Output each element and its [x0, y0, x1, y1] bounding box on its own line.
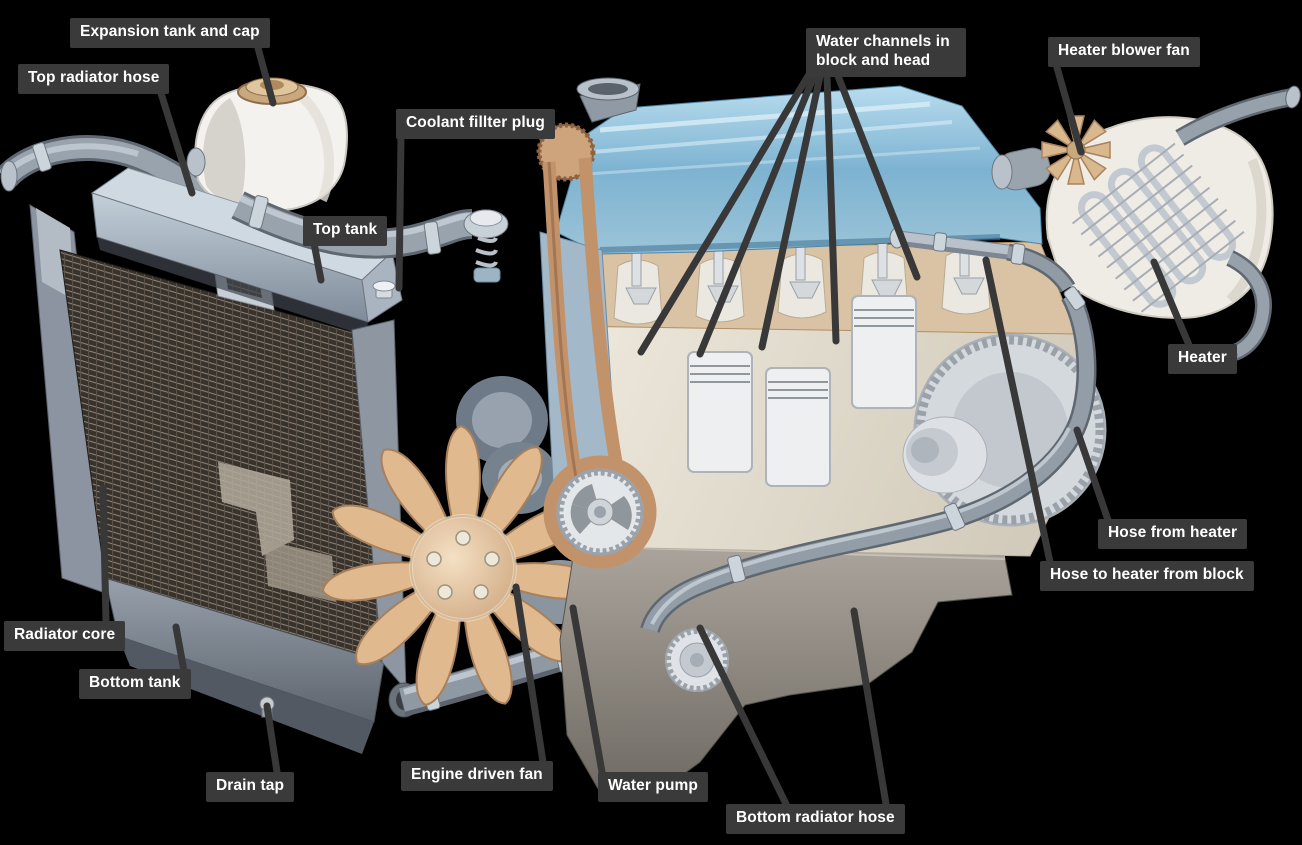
fan-blades [321, 424, 605, 706]
leader-line-water-pump [569, 604, 606, 776]
sump [559, 544, 1013, 801]
engine-driven-fan-part [321, 424, 605, 706]
leader-line-bottom-radiator-hose [850, 607, 890, 808]
timing-belt [536, 122, 657, 569]
coolant-filler-plug-part [372, 280, 396, 299]
leader-line-water-channels [823, 72, 840, 345]
thermostat-housing [463, 209, 509, 283]
leader-lines [99, 44, 1193, 808]
intake-stub [576, 77, 641, 123]
leader-line-engine-driven-fan [512, 583, 547, 766]
leader-line-water-channels [834, 72, 921, 281]
leader-line-water-channels [758, 72, 824, 351]
leader-line-hose-from-heater [1073, 426, 1112, 524]
water-pump-part [665, 628, 729, 692]
heater-feed-pipe [889, 227, 1009, 260]
leader-line-water-channels [637, 72, 812, 356]
top-radiator-hose-part [231, 191, 509, 283]
leader-line-water-channels [696, 72, 818, 358]
heater-blower-fan-part [991, 115, 1111, 191]
fan-hub-bolts [426, 530, 500, 600]
leader-line-drain-tap [263, 702, 281, 776]
leader-line-bottom-tank [172, 623, 188, 675]
leader-line-bottom-radiator-hose [696, 624, 790, 808]
expansion-tank [186, 77, 348, 212]
pistons [687, 295, 917, 487]
leader-line-top-radiator-hose [156, 86, 196, 197]
leader-line-top-tank [310, 239, 325, 284]
leader-line-radiator-core [99, 484, 110, 625]
flywheel [902, 333, 1107, 527]
heater-part [991, 85, 1301, 363]
leader-line-hose-to-heater-from-block [982, 256, 1054, 566]
leader-line-coolant-filler-plug [395, 132, 405, 292]
leader-line-heater [1150, 258, 1193, 349]
hose-to-heater-part [640, 286, 1097, 634]
leader-line-heater-blower-fan [1052, 60, 1085, 156]
heater-matrix [1071, 142, 1245, 313]
leader-line-expansion-tank-and-cap [254, 44, 277, 107]
